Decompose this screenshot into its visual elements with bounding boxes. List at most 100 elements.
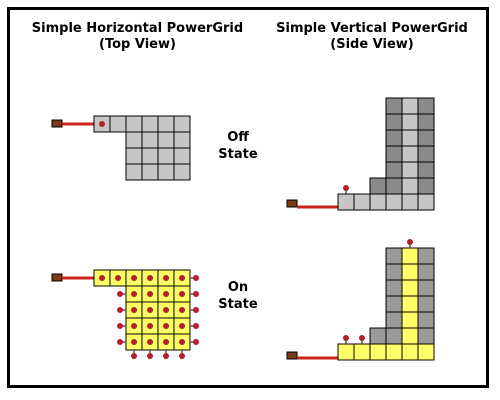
off-state-line2: State [218,147,258,162]
grid-block [401,247,419,265]
lever-body [51,119,63,128]
grid-block [385,129,403,147]
grid-block [385,263,403,281]
grid-block [157,115,175,133]
grid-block [417,311,435,329]
power-dot [131,291,137,297]
power-dot [147,307,153,313]
grid-block [157,163,175,181]
grid-block [369,193,387,211]
power-dot [131,339,137,345]
grid-block [369,177,387,195]
power-dot [131,275,137,281]
top-dot [407,239,413,245]
grid-block [401,327,419,345]
edge-dot [163,353,169,359]
edge-dot [179,353,185,359]
grid-block [173,115,191,133]
power-dot [179,339,185,345]
power-dot [163,291,169,297]
edge-dot [117,323,123,329]
horizontal-title-line1: Simple Horizontal PowerGrid [31,21,244,36]
grid-block [417,177,435,195]
power-dot [115,275,121,281]
grid-block [337,193,355,211]
input-dot [99,121,105,127]
top-dot [343,335,349,341]
grid-block [401,279,419,297]
grid-block [385,247,403,265]
grid-block [385,145,403,163]
power-dot [163,323,169,329]
edge-dot [193,323,199,329]
grid-block [173,147,191,165]
top-dot [359,335,365,341]
lever-body [51,273,63,282]
grid-block [417,247,435,265]
grid-block [385,279,403,297]
grid-block [157,131,175,149]
grid-block [417,343,435,361]
on-horizontal-grid [51,269,199,359]
off-state-line1: Off [227,130,249,145]
on-state-line2: State [218,297,258,312]
off-horizontal-grid [51,115,191,181]
power-dot [131,323,137,329]
grid-block [417,145,435,163]
grid-block [401,295,419,313]
power-dot [163,339,169,345]
grid-block [417,129,435,147]
grid-block [385,343,403,361]
horizontal-title: Simple Horizontal PowerGrid (Top View) [30,21,245,53]
grid-block [141,115,159,133]
grid-block [141,131,159,149]
edge-dot [147,353,153,359]
top-dot [343,185,349,191]
power-dot [163,275,169,281]
edge-dot [117,307,123,313]
grid-block [401,145,419,163]
grid-block [125,115,143,133]
power-dot [99,275,105,281]
grid-block [401,343,419,361]
diagram-frame [7,7,489,388]
power-dot [147,275,153,281]
on-vertical-grid [286,239,435,361]
horizontal-title-line2: (Top View) [99,37,176,52]
grid-block [353,343,371,361]
power-dot [131,307,137,313]
grid-block [417,113,435,131]
grid-block [417,193,435,211]
power-dot [179,291,185,297]
vertical-title-line1: Simple Vertical PowerGrid [276,21,468,36]
grid-block [401,161,419,179]
power-dot [147,323,153,329]
grid-block [385,295,403,313]
grid-block [125,131,143,149]
grid-block [385,97,403,115]
power-dot [179,323,185,329]
edge-dot [193,307,199,313]
grid-block [109,115,127,133]
grid-block [385,193,403,211]
grid-block [157,147,175,165]
grid-block [173,131,191,149]
on-state-line1: On [227,280,249,295]
off-vertical-grid [286,97,435,211]
grid-block [353,193,371,211]
grid-block [417,161,435,179]
edge-dot [117,339,123,345]
edge-dot [193,291,199,297]
edge-dot [131,353,137,359]
grid-block [417,279,435,297]
grid-block [125,163,143,181]
power-dot [179,307,185,313]
grid-block [417,327,435,345]
grid-block [125,147,143,165]
on-state-label: On State [208,279,268,313]
edge-dot [193,275,199,281]
lever-body [286,351,298,360]
grid-block [337,343,355,361]
grid-block [385,311,403,329]
power-dot [147,291,153,297]
